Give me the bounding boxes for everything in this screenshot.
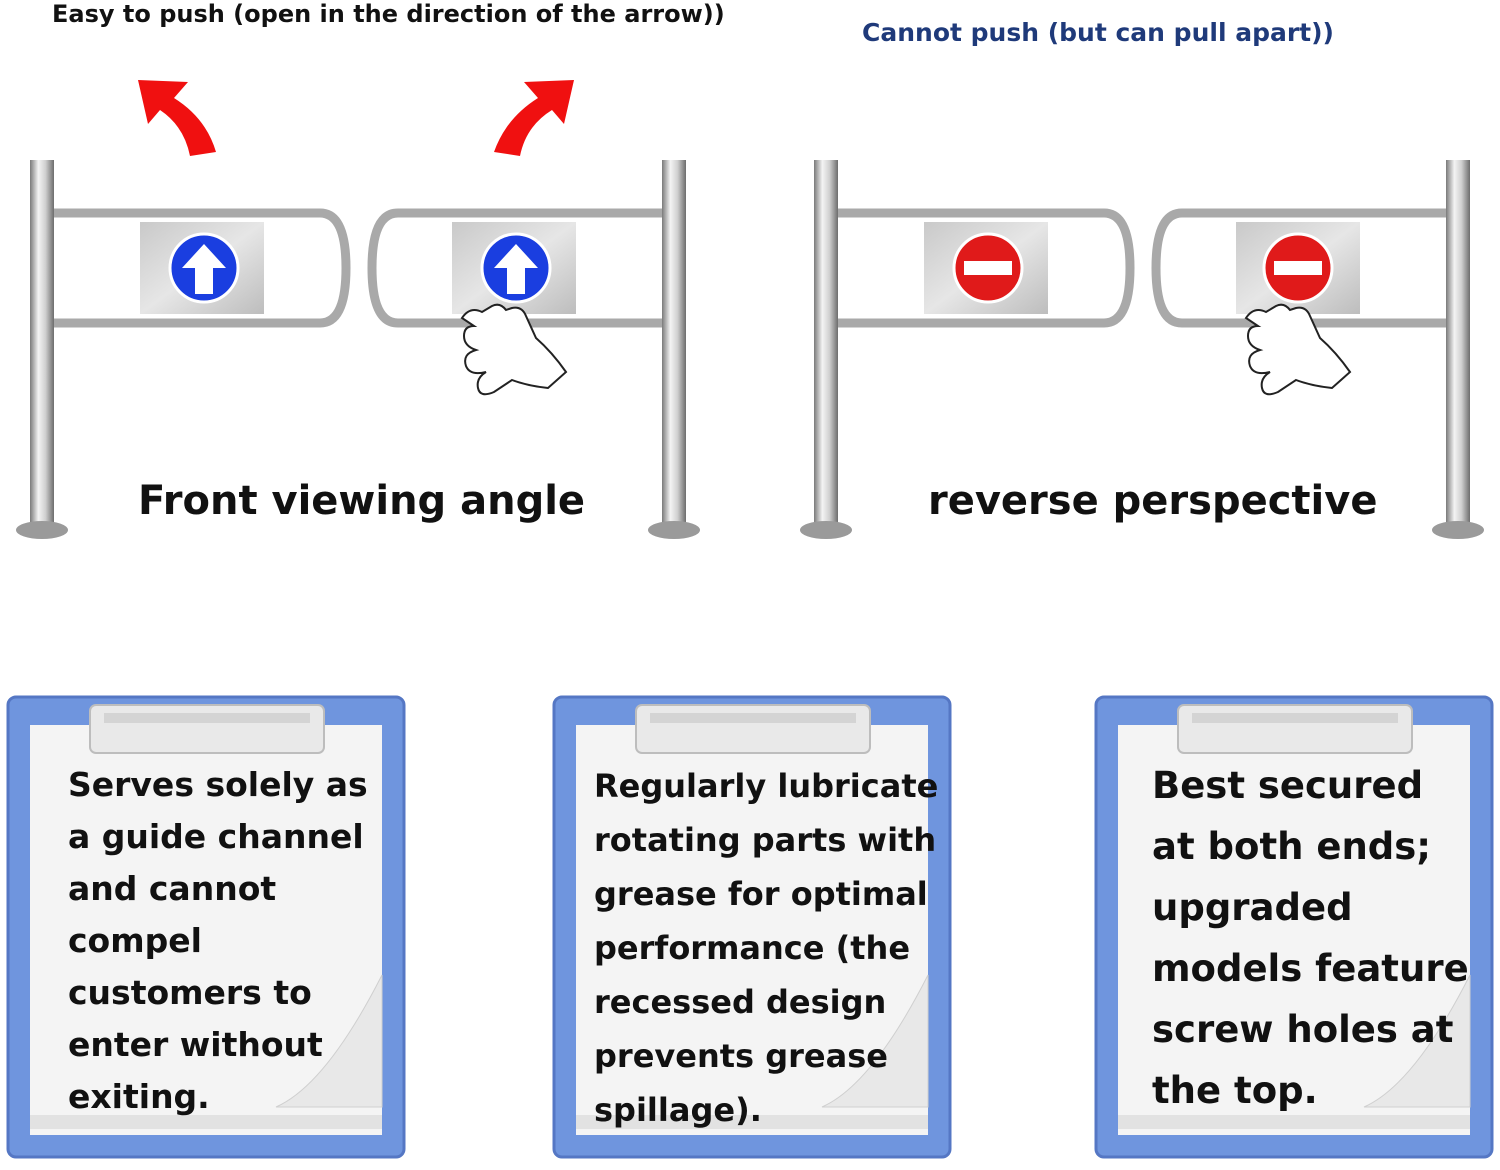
reverse-view-label: reverse perspective <box>928 478 1378 524</box>
push-arrow-icon <box>138 80 216 156</box>
push-direction-caption: Easy to push (open in the direction of t… <box>52 0 725 28</box>
gate-illustrations <box>16 80 1484 539</box>
front-view-label: Front viewing angle <box>138 478 586 524</box>
note-board-3: Best secured at both ends; upgraded mode… <box>1094 695 1494 1160</box>
clipboard-icon <box>1094 695 1494 1159</box>
note-board-1: Serves solely as a guide channel and can… <box>6 695 406 1160</box>
up-arrow-sign-icon <box>480 232 552 304</box>
reverse-left-gate <box>800 160 1135 539</box>
clipboard-icon <box>6 695 406 1159</box>
no-entry-sign-icon <box>952 232 1024 304</box>
hand-icon <box>460 303 568 396</box>
reverse-right-gate <box>1151 160 1484 539</box>
note-1-text: Serves solely as a guide channel and can… <box>68 765 368 1116</box>
front-right-gate <box>367 160 700 539</box>
up-arrow-sign-icon <box>168 232 240 304</box>
hand-icon <box>1244 303 1352 396</box>
note-2-text: Regularly lubricate rotating parts with … <box>594 767 939 1129</box>
clipboard-icon <box>552 695 952 1159</box>
front-left-gate <box>16 160 351 539</box>
push-arrow-icon <box>494 80 574 156</box>
no-push-caption: Cannot push (but can pull apart)) <box>862 18 1334 47</box>
note-3-text: Best secured at both ends; upgraded mode… <box>1152 764 1469 1112</box>
no-entry-sign-icon <box>1262 232 1334 304</box>
note-board-2: Regularly lubricate rotating parts with … <box>552 695 952 1160</box>
